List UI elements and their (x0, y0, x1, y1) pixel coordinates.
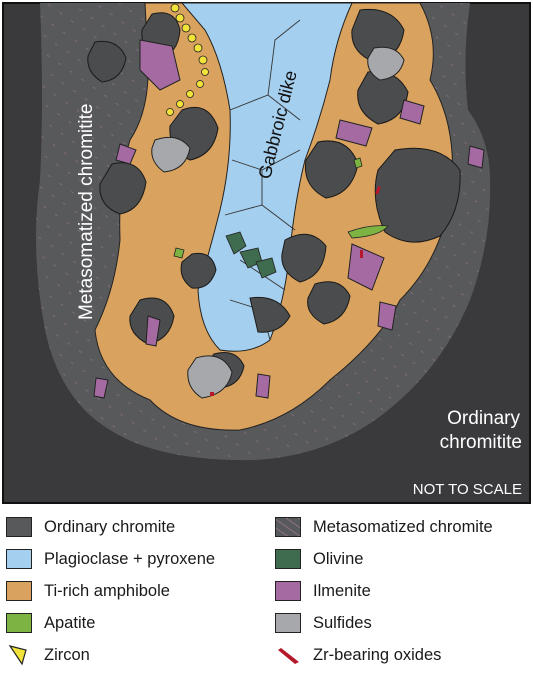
legend-label: Zircon (44, 646, 90, 665)
schematic-diagram: Metasomatized chromitite Gabbroic dike O… (0, 0, 533, 508)
legend-item-ordinary-chromite: Ordinary chromite (6, 514, 175, 540)
swatch-apatite (6, 613, 32, 633)
legend-label: Metasomatized chromite (313, 518, 493, 537)
legend-label: Apatite (44, 614, 95, 633)
legend-item-apatite: Apatite (6, 610, 95, 636)
legend-label: Ti-rich amphibole (44, 582, 170, 601)
legend-item-zircon: Zircon (6, 642, 90, 668)
legend-label: Zr-bearing oxides (313, 646, 441, 665)
swatch-plagioclase-pyroxene (6, 549, 32, 569)
legend-label: Olivine (313, 550, 363, 569)
legend-label: Plagioclase + pyroxene (44, 550, 215, 569)
legend-item-ti-amphibole: Ti-rich amphibole (6, 578, 170, 604)
legend-item-sulfides: Sulfides (275, 610, 372, 636)
legend-item-olivine: Olivine (275, 546, 363, 572)
swatch-zircon-icon (6, 644, 32, 666)
swatch-sulfides (275, 613, 301, 633)
legend-item-zr-oxides: Zr-bearing oxides (275, 642, 441, 668)
ordinary-chromitite-label-line1: Ordinary (447, 408, 520, 429)
swatch-ordinary-chromite (6, 517, 32, 537)
metasomatized-chromitite-label: Metasomatized chromitite (76, 104, 97, 320)
legend-label: Ordinary chromite (44, 518, 175, 537)
legend-item-ilmenite: Ilmenite (275, 578, 371, 604)
not-to-scale-note: NOT TO SCALE (413, 481, 522, 498)
swatch-zr-oxides-icon (275, 644, 301, 666)
legend-item-metasomatized-chromite: Metasomatized chromite (275, 514, 493, 540)
swatch-metasomatized-chromite (275, 517, 301, 537)
swatch-ti-amphibole (6, 581, 32, 601)
legend-label: Ilmenite (313, 582, 371, 601)
ordinary-chromitite-label-line2: chromitite (440, 432, 522, 453)
legend: Ordinary chromite Metasomatized chromite… (0, 508, 533, 675)
swatch-olivine (275, 549, 301, 569)
legend-item-plagioclase-pyroxene: Plagioclase + pyroxene (6, 546, 215, 572)
legend-label: Sulfides (313, 614, 372, 633)
swatch-ilmenite (275, 581, 301, 601)
